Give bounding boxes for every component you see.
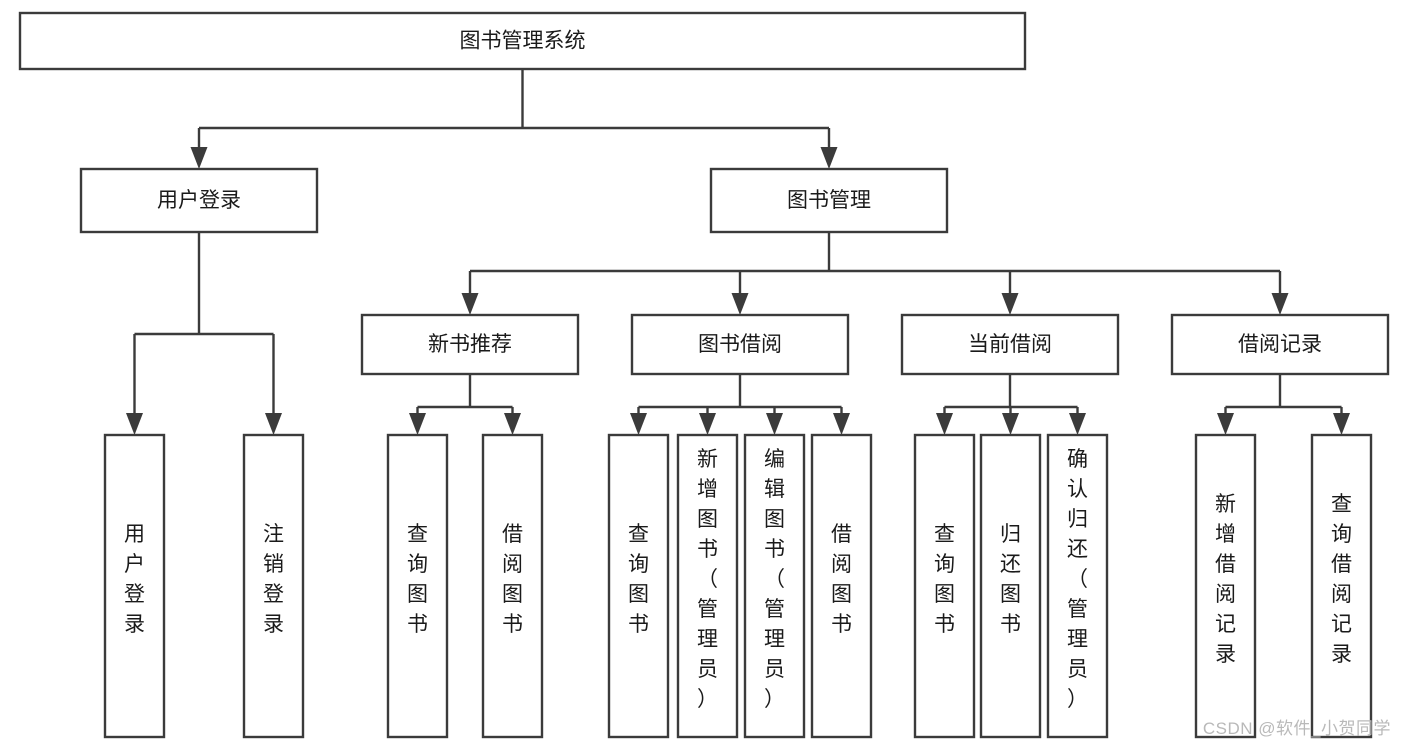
node-box	[103, 433, 166, 739]
node-box	[1046, 433, 1109, 739]
node-leaf-nb-borrow[interactable]: 借阅图书	[481, 433, 544, 739]
node-leaf-user-login[interactable]: 用户登录	[103, 433, 166, 739]
node-l3-borrow[interactable]: 图书借阅	[630, 313, 850, 376]
node-box	[743, 433, 806, 739]
arrow-head-icon	[1001, 293, 1019, 315]
node-label: 查询图书	[628, 523, 649, 636]
node-leaf-cb-query[interactable]: 查询图书	[913, 433, 976, 739]
node-leaf-cb-confirm[interactable]: 确认归还（管理员）	[1046, 433, 1109, 739]
node-box	[900, 313, 1120, 376]
arrow-head-icon	[1333, 413, 1350, 435]
node-box	[481, 433, 544, 739]
node-leaf-rec-query[interactable]: 查询借阅记录	[1310, 433, 1373, 739]
node-label: 归还图书	[1000, 523, 1021, 636]
node-leaf-nb-query[interactable]: 查询图书	[386, 433, 449, 739]
arrow-head-icon	[1069, 413, 1086, 435]
arrow-head-icon	[820, 147, 838, 169]
node-box	[676, 433, 739, 739]
node-box	[386, 433, 449, 739]
arrow-head-icon	[265, 413, 282, 435]
node-label: 查询图书	[934, 523, 955, 636]
node-box	[1194, 433, 1257, 739]
node-label: 查询借阅记录	[1331, 493, 1352, 666]
node-leaf-bb-add[interactable]: 新增图书（管理员）	[676, 433, 739, 739]
arrow-head-icon	[630, 413, 647, 435]
node-label: 图书管理系统	[460, 30, 586, 53]
node-leaf-logout[interactable]: 注销登录	[242, 433, 305, 739]
connectors-layer	[126, 69, 1350, 435]
node-box	[709, 167, 949, 234]
node-label: 注销登录	[263, 523, 284, 636]
node-leaf-bb-borrow[interactable]: 借阅图书	[810, 433, 873, 739]
arrow-head-icon	[936, 413, 953, 435]
node-box	[1170, 313, 1390, 376]
node-label: 图书管理	[787, 189, 871, 212]
node-label: 用户登录	[157, 189, 241, 212]
node-leaf-cb-return[interactable]: 归还图书	[979, 433, 1042, 739]
node-box	[607, 433, 670, 739]
arrow-head-icon	[1217, 413, 1234, 435]
nodes-layer: 图书管理系统用户登录图书管理新书推荐图书借阅当前借阅借阅记录用户登录注销登录查询…	[18, 11, 1390, 739]
node-box	[913, 433, 976, 739]
node-l2-book-manage[interactable]: 图书管理	[709, 167, 949, 234]
node-box	[360, 313, 580, 376]
node-box	[18, 11, 1027, 71]
arrow-head-icon	[126, 413, 143, 435]
arrow-head-icon	[1271, 293, 1289, 315]
node-label: 确认归还（管理员）	[1067, 448, 1088, 711]
node-box	[1310, 433, 1373, 739]
node-box	[79, 167, 319, 234]
arrow-head-icon	[1002, 413, 1019, 435]
node-label: 用户登录	[124, 523, 145, 636]
node-label: 当前借阅	[968, 333, 1052, 356]
node-l3-record[interactable]: 借阅记录	[1170, 313, 1390, 376]
node-leaf-rec-add[interactable]: 新增借阅记录	[1194, 433, 1257, 739]
node-label: 新书推荐	[428, 333, 512, 356]
node-box	[979, 433, 1042, 739]
node-label: 编辑图书（管理员）	[764, 448, 785, 711]
node-label: 图书借阅	[698, 333, 782, 356]
arrow-head-icon	[504, 413, 521, 435]
arrow-head-icon	[731, 293, 749, 315]
node-label: 借阅记录	[1238, 333, 1322, 356]
arrow-head-icon	[190, 147, 208, 169]
node-box	[242, 433, 305, 739]
node-label: 借阅图书	[831, 523, 852, 636]
node-root[interactable]: 图书管理系统	[18, 11, 1027, 71]
node-label: 借阅图书	[502, 523, 523, 636]
node-leaf-bb-edit[interactable]: 编辑图书（管理员）	[743, 433, 806, 739]
arrow-head-icon	[409, 413, 426, 435]
node-box	[810, 433, 873, 739]
node-label: 新增图书（管理员）	[697, 448, 718, 711]
node-leaf-bb-query[interactable]: 查询图书	[607, 433, 670, 739]
arrow-head-icon	[699, 413, 716, 435]
arrow-head-icon	[461, 293, 479, 315]
arrow-head-icon	[833, 413, 850, 435]
arrow-head-icon	[766, 413, 783, 435]
node-l3-new-book[interactable]: 新书推荐	[360, 313, 580, 376]
node-l3-current[interactable]: 当前借阅	[900, 313, 1120, 376]
node-label: 新增借阅记录	[1215, 493, 1236, 666]
node-box	[630, 313, 850, 376]
node-label: 查询图书	[407, 523, 428, 636]
node-l2-user-login[interactable]: 用户登录	[79, 167, 319, 234]
